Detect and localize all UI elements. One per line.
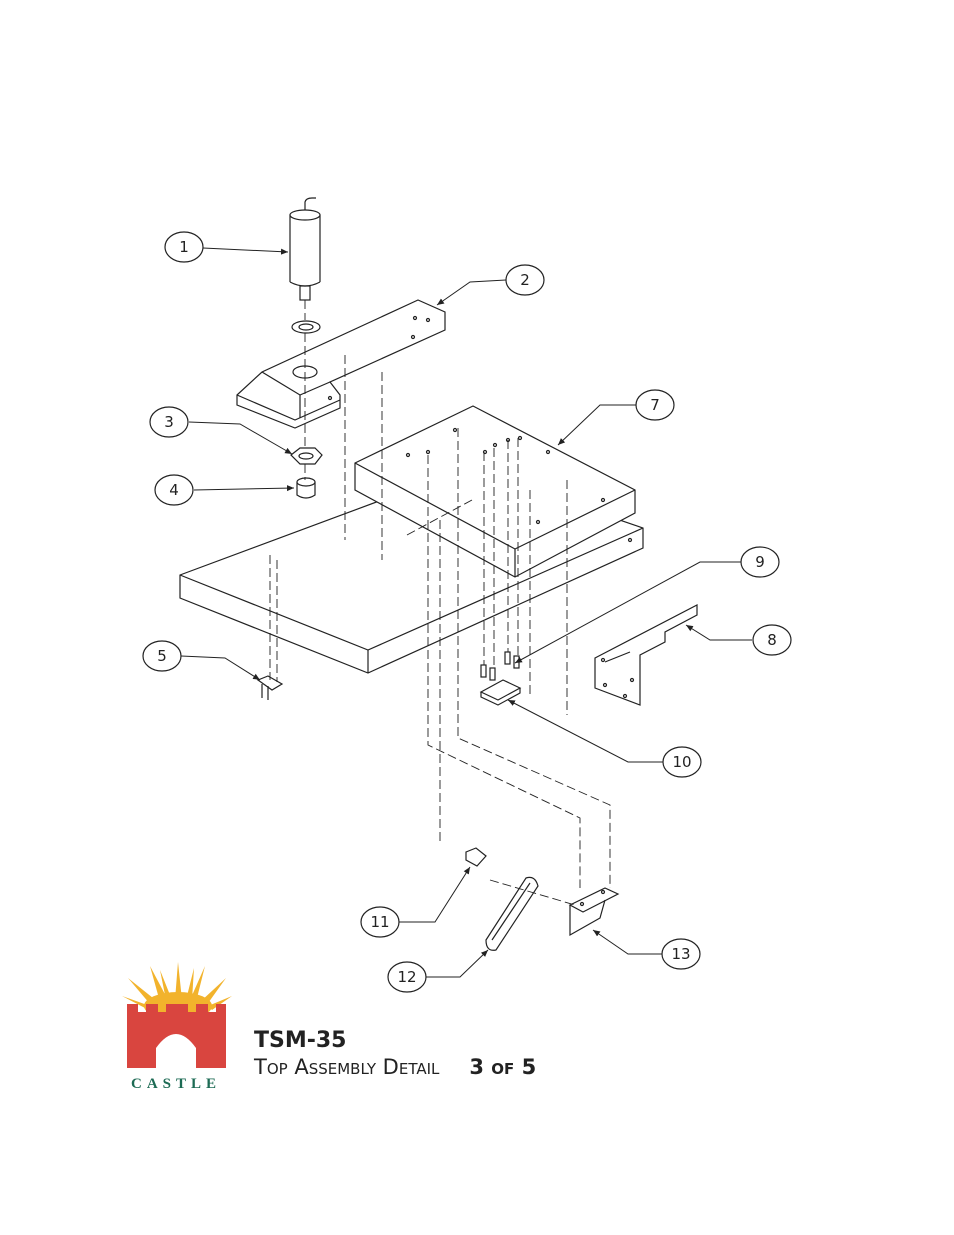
callout-12: 12: [387, 961, 427, 993]
callout-3: 3: [149, 406, 189, 438]
drawing-title-line: Top Assembly Detail 3 of 5: [254, 1054, 536, 1080]
block-part: [479, 679, 522, 706]
svg-text:5: 5: [157, 647, 167, 665]
handle-part: [485, 876, 539, 951]
standoff-parts: [480, 651, 520, 681]
title-block: TSM-35 Top Assembly Detail 3 of 5: [254, 1028, 536, 1080]
svg-text:1: 1: [179, 238, 189, 256]
callout-9: 9: [740, 546, 780, 578]
svg-text:9: 9: [755, 553, 765, 571]
castle-wordmark: CASTLE: [131, 1076, 221, 1092]
svg-text:4: 4: [169, 481, 179, 499]
svg-text:12: 12: [397, 968, 416, 986]
callout-7: 7: [635, 389, 675, 421]
svg-text:11: 11: [370, 913, 389, 931]
bracket-part: [256, 675, 284, 700]
svg-text:8: 8: [767, 631, 777, 649]
svg-text:13: 13: [671, 945, 690, 963]
arm: [236, 299, 446, 429]
svg-text:3: 3: [164, 413, 174, 431]
callout-5: 5: [142, 640, 182, 672]
callout-8: 8: [752, 624, 792, 656]
callout-2: 2: [505, 264, 545, 296]
castle-icon: [127, 1004, 226, 1068]
callout-10: 10: [662, 746, 702, 778]
leader-lines: [180, 247, 752, 978]
callout-13: 13: [661, 938, 701, 970]
callout-4: 4: [154, 474, 194, 506]
nut-part: [290, 447, 323, 465]
top-housing: [354, 405, 636, 578]
angle-plate-part: [594, 604, 698, 706]
callout-1: 1: [164, 231, 204, 263]
bushing-part: [296, 477, 316, 499]
cylinder-part: [289, 197, 321, 334]
spacer-part: [465, 847, 487, 867]
svg-text:10: 10: [672, 753, 691, 771]
l-bracket-part: [568, 887, 620, 937]
page-count: 3 of 5: [469, 1055, 537, 1079]
castle-logo: CASTLE: [122, 962, 232, 1092]
callout-11: 11: [360, 906, 400, 938]
svg-text:2: 2: [520, 271, 530, 289]
model-number: TSM-35: [254, 1028, 347, 1053]
assembly-center-lines: [269, 300, 611, 906]
drawing-title: Top Assembly Detail: [254, 1055, 440, 1079]
svg-text:7: 7: [650, 396, 660, 414]
